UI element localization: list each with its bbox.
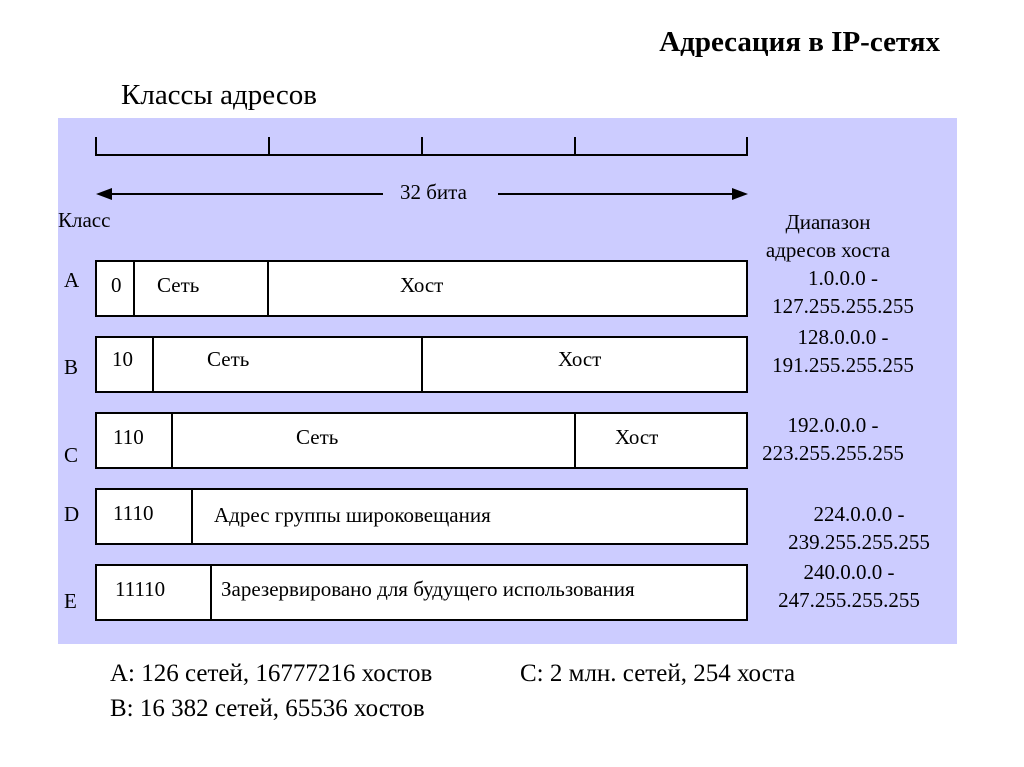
page-title: Адресация в IP-сетях bbox=[659, 26, 940, 58]
bits-label: 32 бита bbox=[400, 180, 467, 204]
note-class-c: С: 2 млн. сетей, 254 хоста bbox=[520, 660, 796, 687]
row-a-box bbox=[95, 260, 748, 317]
network-field-a: Сеть bbox=[157, 273, 200, 297]
host-field-a: Хост bbox=[400, 273, 444, 297]
range-start: 128.0.0.0 - bbox=[797, 325, 889, 349]
section-title: Классы адресов bbox=[121, 79, 317, 111]
range-end: 127.255.255.255 bbox=[772, 294, 914, 318]
prefix-bits-c: 110 bbox=[113, 425, 144, 449]
range-a: 1.0.0.0 - 127.255.255.255 bbox=[748, 264, 938, 320]
range-start: 192.0.0.0 - bbox=[787, 413, 879, 437]
range-end: 223.255.255.255 bbox=[762, 441, 904, 465]
range-start: 240.0.0.0 - bbox=[803, 560, 895, 584]
network-field-b: Сеть bbox=[207, 347, 250, 371]
row-d-box bbox=[95, 488, 748, 545]
range-column-header: Диапазон адресов хоста bbox=[748, 208, 908, 264]
prefix-bits-b: 10 bbox=[112, 347, 133, 371]
range-end: 191.255.255.255 bbox=[772, 353, 914, 377]
prefix-bits-e: 11110 bbox=[115, 577, 166, 601]
range-header-line: адресов хоста bbox=[765, 238, 891, 262]
arrow-left-head bbox=[96, 188, 112, 200]
row-c-box bbox=[95, 412, 748, 469]
class-label-a: A bbox=[64, 268, 80, 292]
note-class-b: В: 16 382 сетей, 65536 хостов bbox=[110, 695, 425, 722]
multicast-field-d: Адрес группы широковещания bbox=[214, 503, 491, 527]
class-label-e: E bbox=[64, 589, 77, 613]
range-header-line: Диапазон bbox=[785, 210, 871, 234]
range-b: 128.0.0.0 - 191.255.255.255 bbox=[748, 323, 938, 379]
range-end: 239.255.255.255 bbox=[788, 530, 930, 554]
reserved-field-e: Зарезервировано для будущего использован… bbox=[221, 577, 635, 601]
note-class-a: А: 126 сетей, 16777216 хостов bbox=[110, 660, 433, 687]
class-label-d: D bbox=[64, 502, 80, 526]
range-c: 192.0.0.0 - 223.255.255.255 bbox=[738, 411, 928, 467]
range-start: 224.0.0.0 - bbox=[813, 502, 905, 526]
range-start: 1.0.0.0 - bbox=[808, 266, 878, 290]
prefix-bits-a: 0 bbox=[111, 273, 122, 297]
range-end: 247.255.255.255 bbox=[778, 588, 920, 612]
host-field-b: Хост bbox=[558, 347, 602, 371]
class-label-b: B bbox=[64, 355, 79, 379]
class-label-c: C bbox=[64, 443, 79, 467]
row-e-box bbox=[95, 564, 748, 621]
prefix-bits-d: 1110 bbox=[113, 501, 154, 525]
arrow-right-head bbox=[732, 188, 748, 200]
network-field-c: Сеть bbox=[296, 425, 339, 449]
range-d: 224.0.0.0 - 239.255.255.255 bbox=[764, 500, 954, 556]
class-column-header: Класс bbox=[58, 208, 111, 232]
host-field-c: Хост bbox=[615, 425, 659, 449]
range-e: 240.0.0.0 - 247.255.255.255 bbox=[754, 558, 944, 614]
